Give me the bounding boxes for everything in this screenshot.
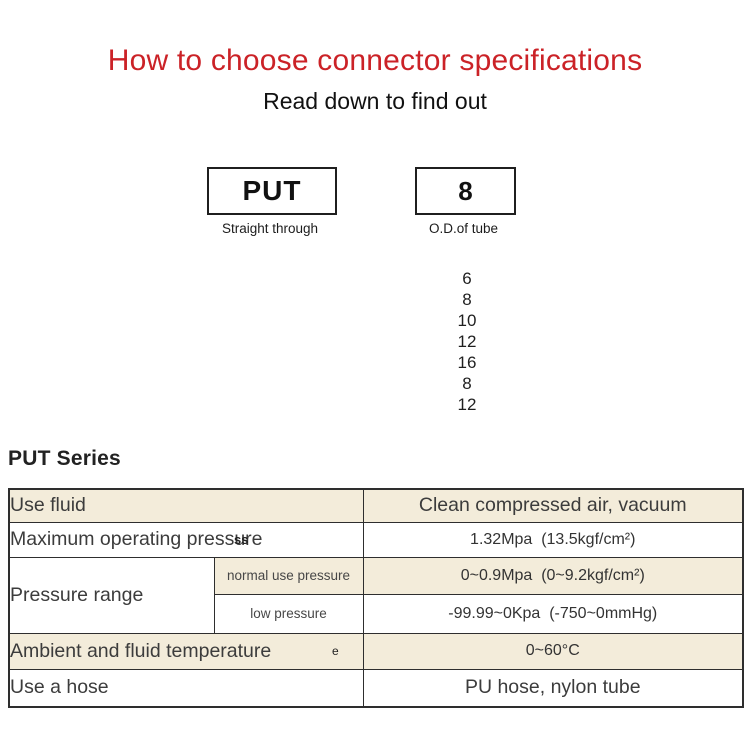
tube-size-option: 6 [462,269,472,288]
spec-sublabel-normal-pressure: normal use pressure [213,556,364,595]
table-row: Use a hose PU hose, nylon tube [8,668,744,708]
model-box-caption: Straight through [221,221,319,236]
model-code: PUT [242,175,302,206]
spec-value-hose: PU hose, nylon tube [362,668,744,708]
series-heading: PUT Series [8,447,121,470]
spec-label-temperature: Ambient and fluid temperature e [8,632,364,670]
temperature-label-text: Ambient and fluid temperature [10,639,272,662]
spec-value-temperature: 0~60°C [362,632,744,670]
tube-size-option: 8 [462,374,472,393]
size-code: 8 [458,175,473,206]
size-box-caption: O.D.of tube [428,221,499,236]
specification-table: Use fluid Clean compressed air, vacuum M… [8,488,744,708]
tube-size-list: 6 8 10 12 16 8 12 [400,268,534,415]
spec-value-low-pressure: -99.99~0Kpa (-750~0mmHg) [362,593,744,634]
spec-sublabel-low-pressure: low pressure [213,593,364,634]
spec-label-hose: Use a hose [8,668,364,708]
spec-value-normal-pressure: 0~0.9Mpa (0~9.2kgf/cm²) [362,556,744,595]
spec-label-use-fluid: Use fluid [8,488,364,523]
spec-label-pressure-range: Pressure range [8,556,215,634]
model-code-box: PUT [207,167,337,215]
table-row: Ambient and fluid temperature e 0~60°C [8,632,744,670]
print-artifact-e: e [332,643,339,658]
tube-size-option: 16 [457,353,477,372]
tube-size-option: 12 [457,395,477,414]
print-artifact-ss: ss [234,531,249,547]
tube-size-option: 10 [457,311,477,330]
spec-value-use-fluid: Clean compressed air, vacuum [362,488,744,523]
page-title: How to choose connector specifications [107,44,643,77]
max-pressure-label-text: Maximum operating pressure [10,528,263,550]
table-row: Pressure range normal use pressure 0~0.9… [8,556,744,634]
table-row: Maximum operating pressure ss 1.32Mpa (1… [8,521,744,558]
tube-size-option: 12 [457,332,477,351]
spec-value-max-pressure: 1.32Mpa (13.5kgf/cm²) [362,521,744,558]
page-subtitle: Read down to find out [263,88,487,114]
size-code-box: 8 [415,167,516,215]
table-row: low pressure -99.99~0Kpa (-750~0mmHg) [9,593,744,634]
tube-size-option: 8 [462,290,472,309]
spec-label-max-pressure: Maximum operating pressure ss [8,521,364,558]
table-row: Use fluid Clean compressed air, vacuum [8,488,744,523]
